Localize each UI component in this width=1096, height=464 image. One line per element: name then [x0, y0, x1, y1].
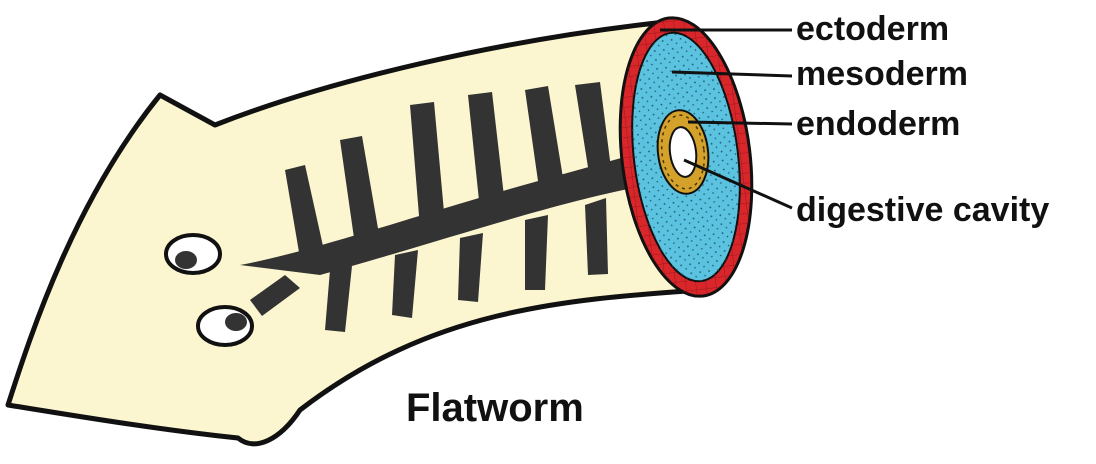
- diagram-title: Flatworm: [406, 388, 584, 428]
- gut-branch: [585, 198, 608, 275]
- endoderm-leader-line: [688, 122, 792, 124]
- gut-branch: [525, 215, 548, 290]
- digestive-cavity-label: digestive cavity: [796, 193, 1049, 227]
- eyespot-upper: [166, 235, 220, 273]
- endoderm-label: endoderm: [796, 107, 960, 141]
- eyespot-lower: [198, 307, 252, 345]
- mesoderm-label: mesoderm: [796, 57, 968, 91]
- ectoderm-label: ectoderm: [796, 12, 949, 46]
